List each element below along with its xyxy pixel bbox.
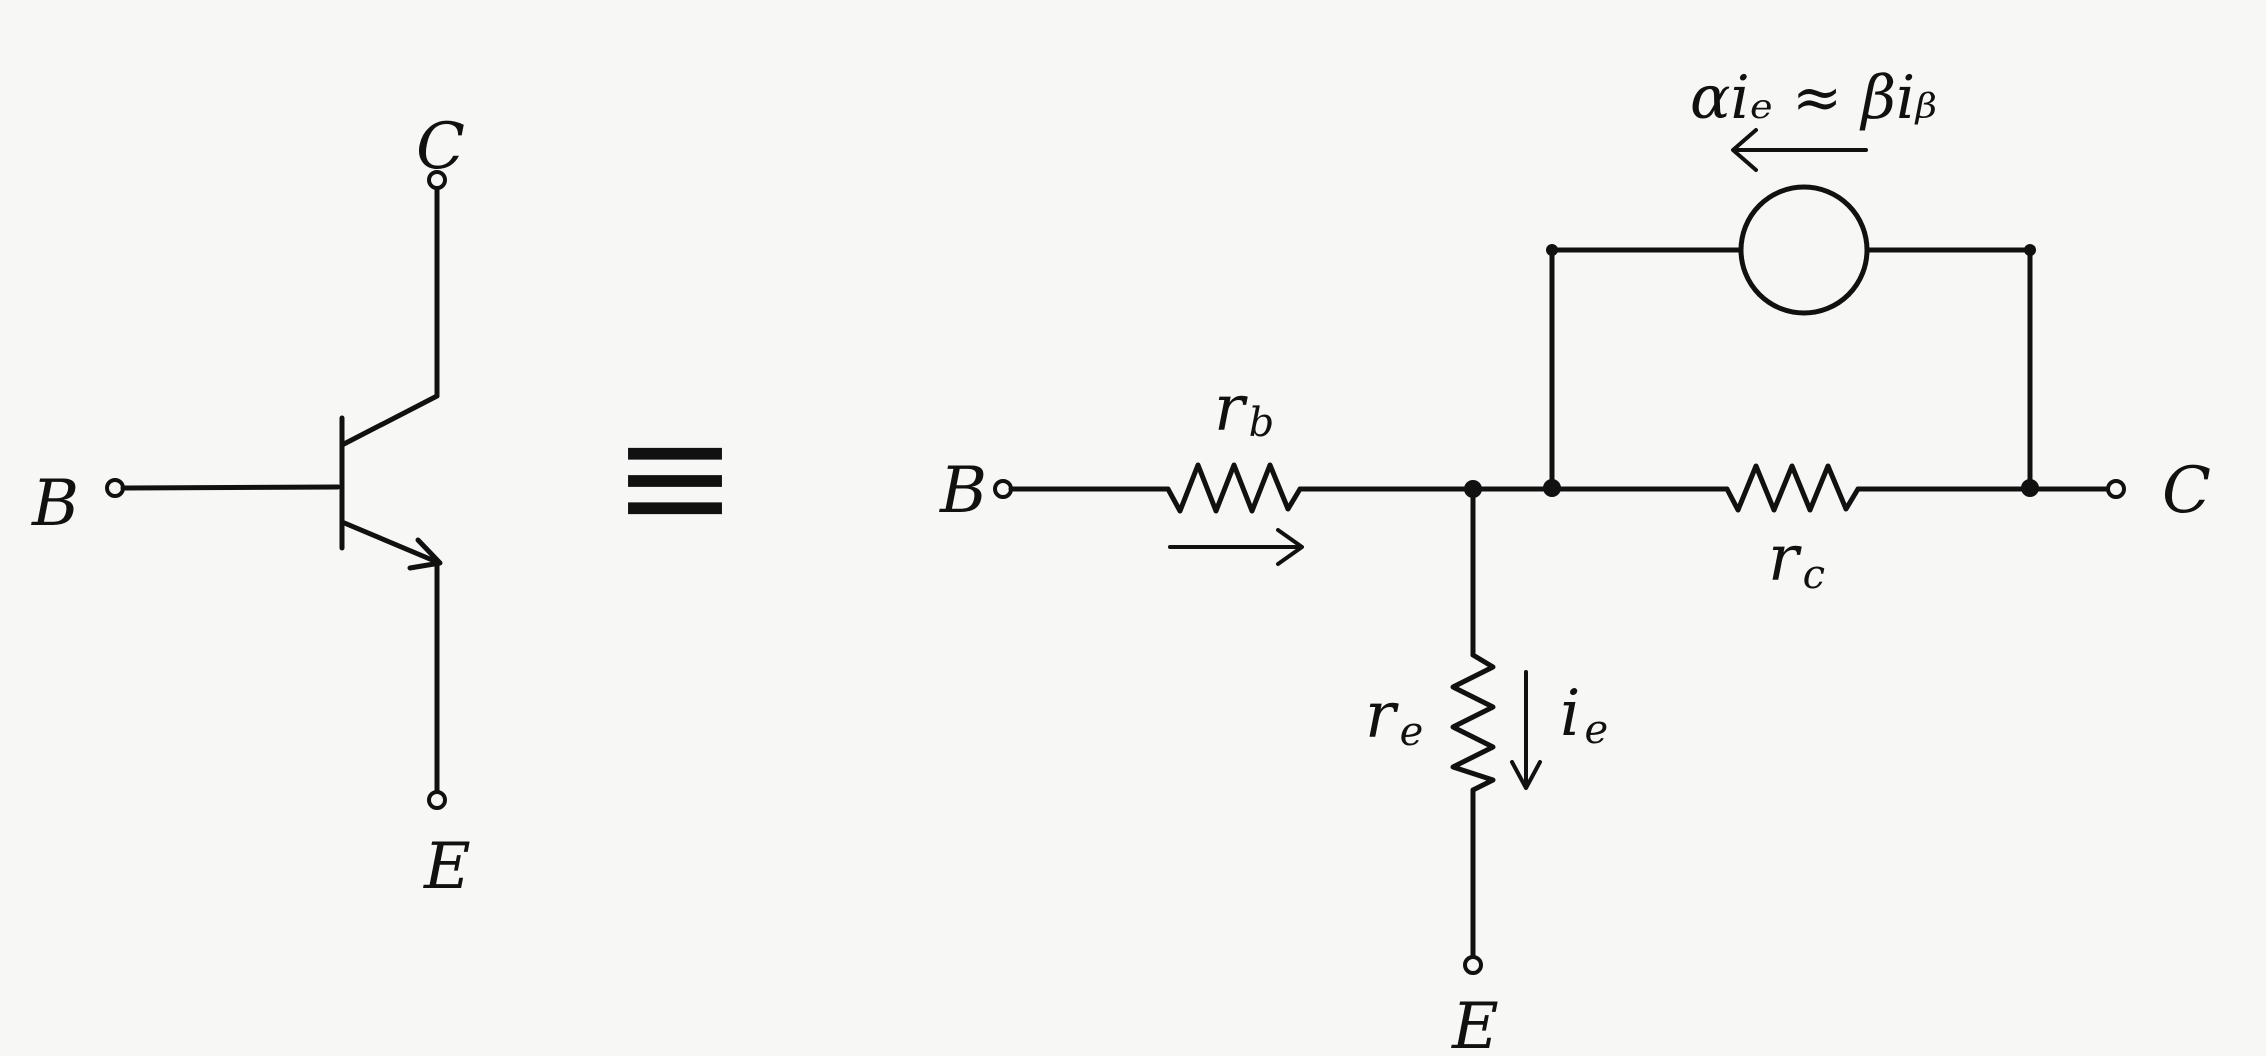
emitter-arrow-icon — [407, 537, 443, 571]
source-corner-right — [2024, 244, 2036, 256]
collector-resistor-letter: r — [1768, 522, 1802, 596]
collector-terminal — [427, 170, 447, 190]
circuit-emitter-terminal — [1463, 955, 1483, 975]
circuit-emitter-label: E — [1451, 990, 1499, 1056]
emitter-label: E — [423, 830, 471, 904]
base-current-arrowhead-icon — [1276, 528, 1304, 566]
emitter-resistor-subscript: e — [1400, 709, 1424, 755]
collector-diagonal — [339, 393, 440, 448]
equivalence-sign: ≡ — [612, 390, 738, 564]
source-corner-left — [1546, 244, 1558, 256]
emitter-current-subscript: e — [1584, 707, 1608, 753]
current-source-label: αiₑ ≈ βiᵦ — [1690, 63, 1937, 133]
source-left-wire — [1549, 247, 1743, 491]
collector-resistor-rc — [1724, 463, 1861, 513]
circuit-base-label: B — [939, 454, 987, 528]
emitter-resistor-re — [1450, 652, 1496, 793]
collector-resistor-subscript: c — [1803, 552, 1825, 598]
circuit-collector-label: C — [2162, 454, 2211, 528]
transistor-symbol: B C E — [31, 110, 471, 904]
collector-label: C — [416, 110, 465, 184]
base-lead — [120, 484, 341, 491]
emitter-current-letter: i — [1560, 677, 1580, 751]
base-label: B — [31, 467, 79, 541]
base-resistor-rb — [1165, 462, 1303, 514]
current-source-icon — [1738, 184, 1870, 316]
source-right-wire — [1865, 247, 2033, 491]
circuit-collector-terminal — [2106, 479, 2126, 499]
base-resistor-letter: r — [1214, 372, 1248, 446]
emitter-diagonal — [339, 519, 440, 565]
base-resistor-subscript: b — [1249, 400, 1275, 446]
emitter-terminal — [427, 790, 447, 810]
emitter-resistor-letter: r — [1365, 679, 1399, 753]
source-current-arrowhead-icon — [1731, 128, 1758, 172]
emitter-current-arrowhead-icon — [1510, 760, 1542, 790]
